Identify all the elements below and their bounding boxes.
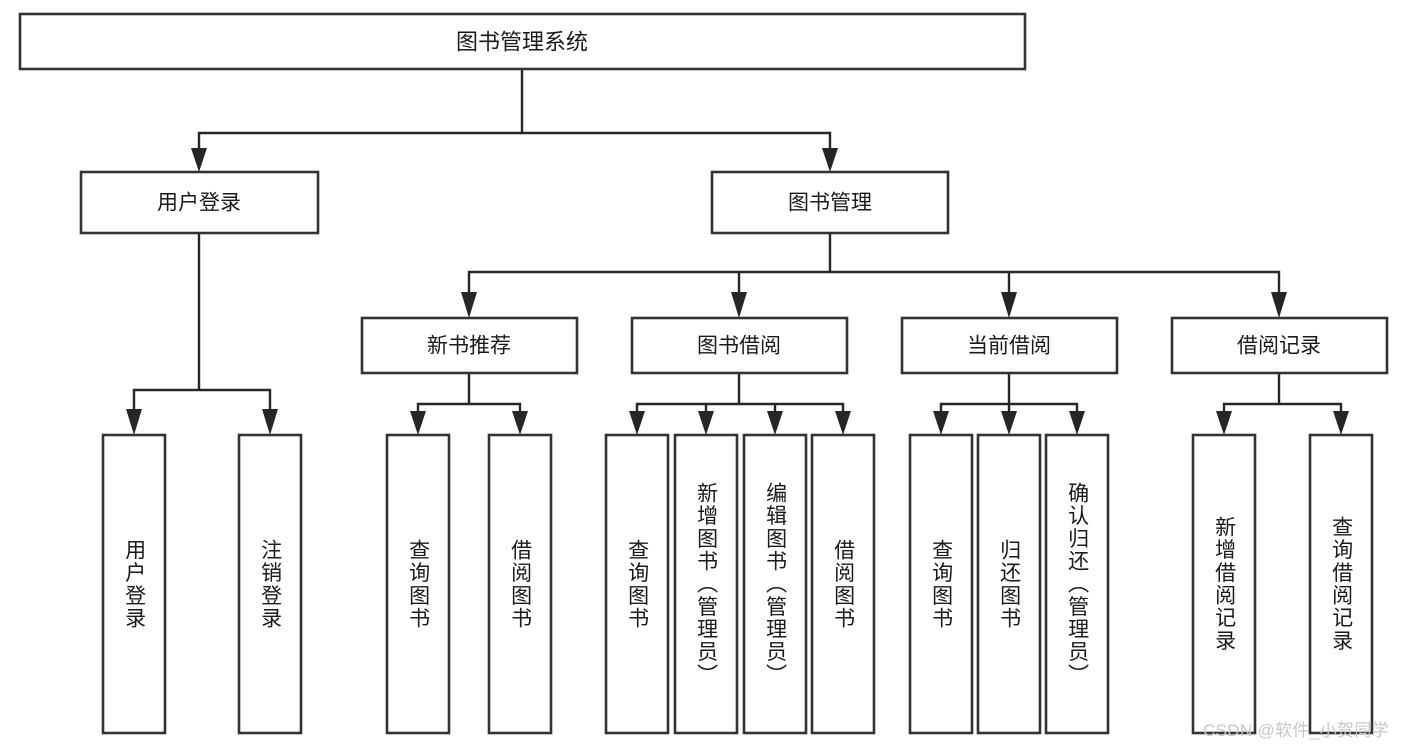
node-current-borrow-label: 当前借阅 <box>967 335 1051 358</box>
arrow-to-book-borrow <box>731 292 747 318</box>
node-leaf-query-book-3[interactable] <box>908 433 974 735</box>
arrow-to-leaf-query-book-1 <box>410 411 426 435</box>
arrow-to-leaf-add-book <box>698 411 714 435</box>
arrow-to-leaf-query-book-3 <box>933 411 949 435</box>
arrow-to-current-borrow <box>1001 292 1017 318</box>
arrow-to-new-book-recommend <box>461 292 477 318</box>
arrow-to-borrow-record <box>1271 292 1287 318</box>
node-leaf-add-record[interactable] <box>1191 433 1257 735</box>
node-leaf-query-record[interactable] <box>1308 433 1374 735</box>
node-book-manage[interactable] <box>710 170 950 235</box>
arrow-to-leaf-borrow-book-1 <box>512 411 528 435</box>
node-leaf-query-book-2[interactable] <box>604 433 670 735</box>
connector-book-manage-bus <box>467 231 1281 298</box>
arrow-to-leaf-return-book <box>1001 411 1017 435</box>
arrow-to-book-manage <box>822 148 838 172</box>
node-borrow-record-label: 借阅记录 <box>1237 335 1321 358</box>
arrow-to-leaf-confirm-return <box>1069 411 1085 435</box>
arrow-to-leaf-borrow-book-2 <box>835 411 851 435</box>
node-new-book-recommend-label: 新书推荐 <box>427 335 511 358</box>
node-root-label: 图书管理系统 <box>456 30 588 55</box>
connector-current-borrow-bus <box>939 371 1079 418</box>
node-new-book-recommend[interactable] <box>360 316 579 375</box>
arrow-to-leaf-query-book-2 <box>629 411 645 435</box>
arrow-to-leaf-add-record <box>1216 411 1232 435</box>
node-borrow-record[interactable] <box>1170 316 1389 375</box>
arrow-to-leaf-user-logout <box>262 409 278 435</box>
connector-borrow-record-bus <box>1222 371 1343 418</box>
node-book-borrow-label: 图书借阅 <box>697 335 781 358</box>
connector-user-login-bus <box>132 231 272 414</box>
arrow-to-user-login <box>191 148 207 172</box>
node-book-manage-label: 图书管理 <box>788 192 872 215</box>
arrow-to-leaf-user-login <box>126 409 142 435</box>
node-layer: 图书管理系统 用户登录 图书管理 新书推荐 图书借阅 当前借阅 借阅记录 <box>18 12 1389 735</box>
node-leaf-edit-book[interactable] <box>742 433 808 735</box>
arrow-to-leaf-query-record <box>1333 411 1349 435</box>
node-leaf-user-logout[interactable] <box>237 433 303 735</box>
node-leaf-query-book-1[interactable] <box>385 433 451 735</box>
node-leaf-user-login[interactable] <box>101 433 167 735</box>
node-user-login[interactable] <box>79 170 320 235</box>
node-root[interactable] <box>18 12 1027 71</box>
arrow-to-leaf-edit-book <box>767 411 783 435</box>
node-user-login-label: 用户登录 <box>157 192 241 215</box>
node-leaf-borrow-book-2[interactable] <box>810 433 876 735</box>
node-leaf-add-book[interactable] <box>673 433 739 735</box>
node-leaf-return-book[interactable] <box>976 433 1042 735</box>
node-current-borrow[interactable] <box>900 316 1119 375</box>
connector-book-borrow-bus <box>635 371 845 418</box>
connector-new-book-recommend-bus <box>416 371 522 418</box>
node-leaf-confirm-return[interactable] <box>1044 433 1110 735</box>
connector-layer <box>126 67 1349 435</box>
node-book-borrow[interactable] <box>630 316 849 375</box>
connector-root-bus <box>197 67 832 162</box>
node-leaf-borrow-book-1[interactable] <box>487 433 553 735</box>
